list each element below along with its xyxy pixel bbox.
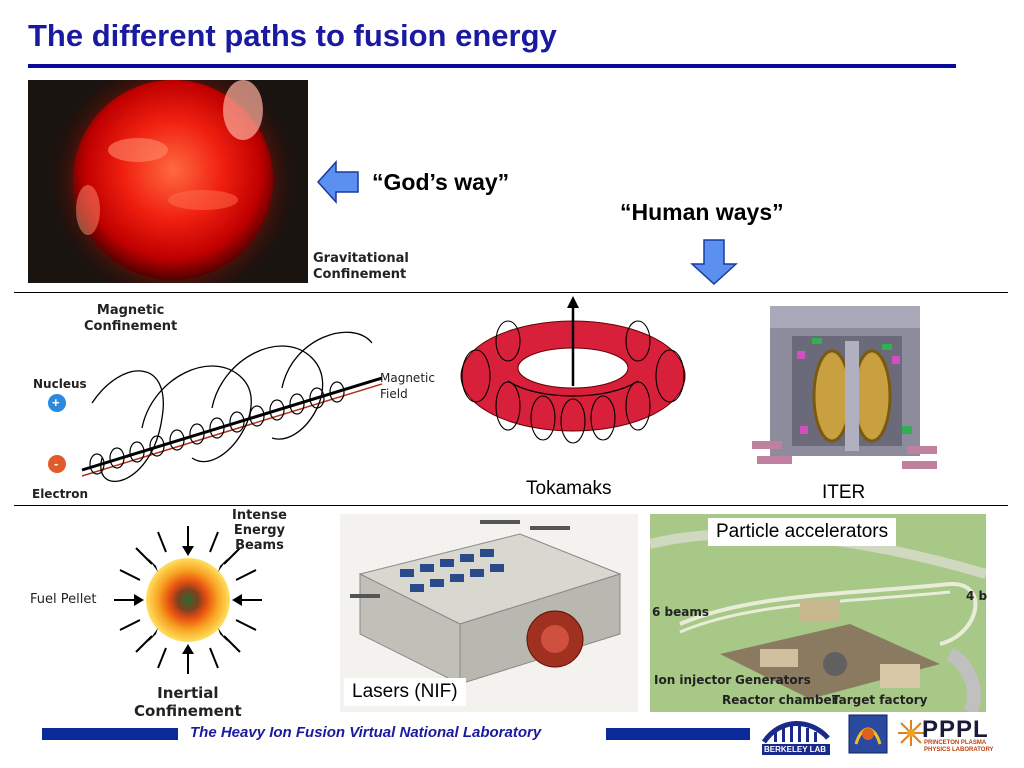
seal-logo	[848, 714, 888, 754]
gravitational-label: Gravitational Confinement	[313, 251, 409, 282]
berkeley-lab-logo: BERKELEY LAB	[760, 712, 832, 758]
footer-bar-right	[606, 728, 750, 740]
acc-injector-label: Ion injector	[654, 673, 732, 687]
particle-accelerators-label: Particle accelerators	[708, 518, 897, 546]
nucleus-plus: +	[52, 395, 60, 410]
gods-way-quote: “God’s way”	[372, 169, 510, 195]
sun-image	[28, 80, 308, 283]
footer-bar-left	[42, 728, 178, 740]
footer-lab-name: The Heavy Ion Fusion Virtual National La…	[190, 724, 542, 741]
tokamak-image	[448, 296, 698, 446]
electron-label: Electron	[32, 487, 89, 501]
accelerator-image	[650, 514, 986, 712]
pppl-logo-text: PPPL	[922, 716, 989, 743]
fuel-pellet-label: Fuel Pellet	[30, 592, 97, 607]
iter-image	[752, 296, 942, 478]
down-arrow-icon	[690, 239, 738, 286]
title-underline	[28, 64, 956, 68]
inertial-confinement-label: Inertial Confinement	[134, 684, 242, 720]
magnetic-field-label: Magnetic Field	[380, 371, 435, 401]
berkeley-lab-text: BERKELEY LAB	[764, 745, 827, 754]
pppl-subtitle: PRINCETON PLASMA PHYSICS LABORATORY	[924, 740, 994, 753]
iter-label: ITER	[822, 482, 866, 503]
slide-title: The different paths to fusion energy	[28, 18, 557, 53]
acc-reactor-label: Reactor chamber	[722, 693, 838, 707]
acc-beams-label: 6 beams	[652, 605, 709, 619]
human-ways-quote: “Human ways”	[620, 199, 784, 225]
electron-minus: -	[54, 456, 59, 471]
left-arrow-icon	[316, 160, 359, 204]
row-divider-top	[14, 292, 1008, 293]
pellet-diagram	[100, 520, 280, 685]
tokamaks-label: Tokamaks	[526, 478, 612, 499]
acc-generators-label: Generators	[735, 673, 811, 687]
nucleus-label: Nucleus	[33, 377, 87, 391]
intense-energy-beams-label: Intense Energy Beams	[232, 508, 287, 553]
magnetic-diagram	[22, 298, 442, 502]
magnetic-confinement-label: Magnetic Confinement	[84, 303, 178, 334]
row-divider-bottom	[14, 505, 1008, 506]
nif-image	[340, 514, 638, 712]
pppl-star-icon	[898, 720, 924, 746]
acc-edge-label: 4 b	[966, 589, 988, 603]
lasers-nif-label: Lasers (NIF)	[344, 678, 466, 706]
acc-target-label: Target factory	[832, 693, 928, 707]
